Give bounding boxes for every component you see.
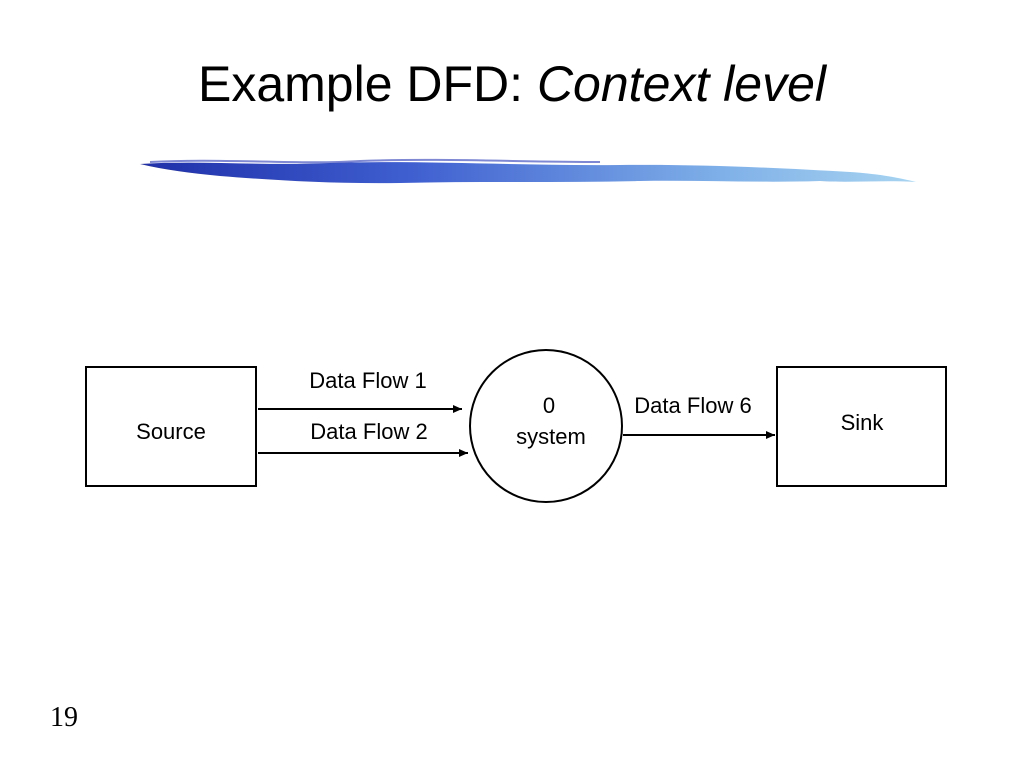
brush-shape (140, 162, 916, 184)
slide-number: 19 (50, 702, 78, 733)
source-box (85, 366, 257, 487)
process-circle (469, 349, 623, 503)
flow-6: Data Flow 6 (623, 393, 775, 439)
slide-title: Example DFD: Context level (0, 52, 1024, 116)
title-prefix: Example DFD: (197, 56, 537, 112)
brush-streak (149, 158, 601, 164)
process-label: system (516, 424, 586, 449)
flow-6-label: Data Flow 6 (634, 393, 751, 418)
flow-1-label: Data Flow 1 (309, 368, 426, 393)
flow-2: Data Flow 2 (258, 419, 468, 457)
sink-box (776, 366, 947, 487)
flow-2-label: Data Flow 2 (310, 419, 427, 444)
process-system: 0 system (469, 349, 623, 503)
sink-entity: Sink (776, 366, 947, 487)
source-entity: Source (85, 366, 257, 487)
source-label: Source (136, 419, 206, 444)
sink-label: Sink (841, 410, 885, 435)
title-emphasis: Context level (536, 56, 826, 112)
title-underline-brushstroke (140, 158, 916, 184)
flow-1: Data Flow 1 (258, 368, 462, 413)
process-number: 0 (543, 393, 555, 418)
